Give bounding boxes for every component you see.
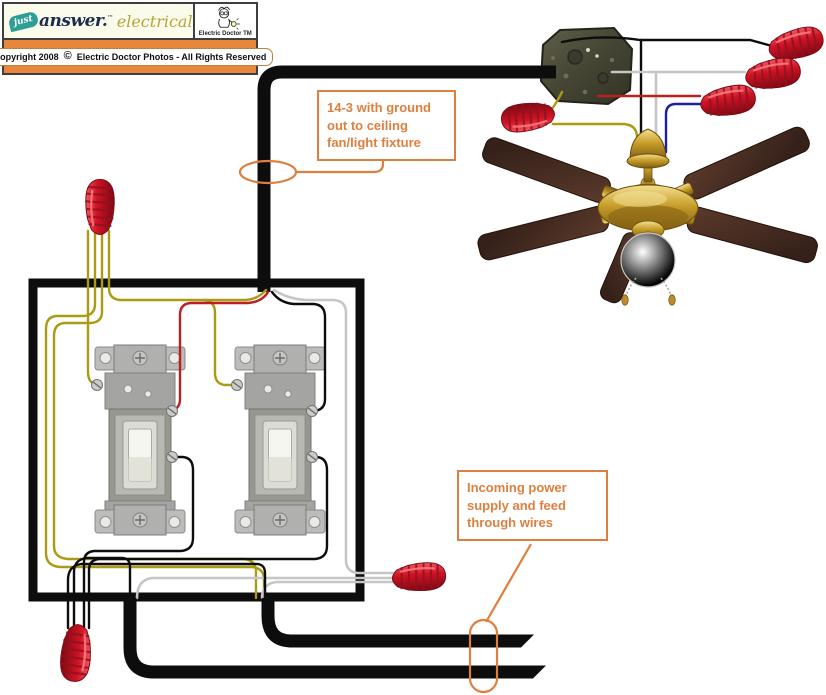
toggle-switch-left <box>94 344 186 536</box>
cable-14-3 <box>257 65 556 292</box>
brand-answer: answer.™ <box>39 11 113 31</box>
annotation-connector-fan-cable <box>238 158 385 185</box>
power-cables <box>123 598 546 679</box>
electric-doctor-icon <box>218 6 241 30</box>
switch-terminal-screws <box>91 379 318 463</box>
pull-chain <box>625 277 637 297</box>
annotation-fan-cable: 14-3 with ground out to ceiling fan/ligh… <box>317 90 456 161</box>
ceiling-fan <box>477 126 818 306</box>
header-banner: just answer.™ electrical Electric Doctor… <box>0 2 274 75</box>
annotation-connector-power <box>468 543 532 694</box>
wire-nut <box>498 98 558 136</box>
fan-canopy <box>626 128 670 183</box>
brand-electrical: electrical <box>116 11 193 31</box>
copyright-icon: © <box>63 50 72 62</box>
wire-nut <box>742 53 804 95</box>
wire-nut <box>390 559 448 595</box>
junction-box <box>539 26 634 106</box>
light-globe <box>620 232 676 288</box>
electric-doctor-label: Electric Doctor TM <box>198 30 252 37</box>
wire-nut <box>57 622 95 684</box>
electric-doctor-logo: Electric Doctor TM <box>192 4 256 38</box>
justanswer-logo: just answer.™ electrical <box>4 4 193 38</box>
copyright-text: Copyright 2008©Electric Doctor Photos - … <box>0 47 274 66</box>
wire-nut <box>697 80 759 122</box>
switch-box <box>28 278 365 602</box>
pull-chain <box>660 277 672 297</box>
just-bubble-icon: just <box>7 10 40 32</box>
wire-nut <box>84 178 116 236</box>
copyright-bar: Copyright 2008©Electric Doctor Photos - … <box>0 38 274 73</box>
switch-box-wires <box>44 229 400 630</box>
toggle-switch-right <box>234 344 326 536</box>
annotation-power-supply: Incoming power supply and feed through w… <box>457 470 608 541</box>
